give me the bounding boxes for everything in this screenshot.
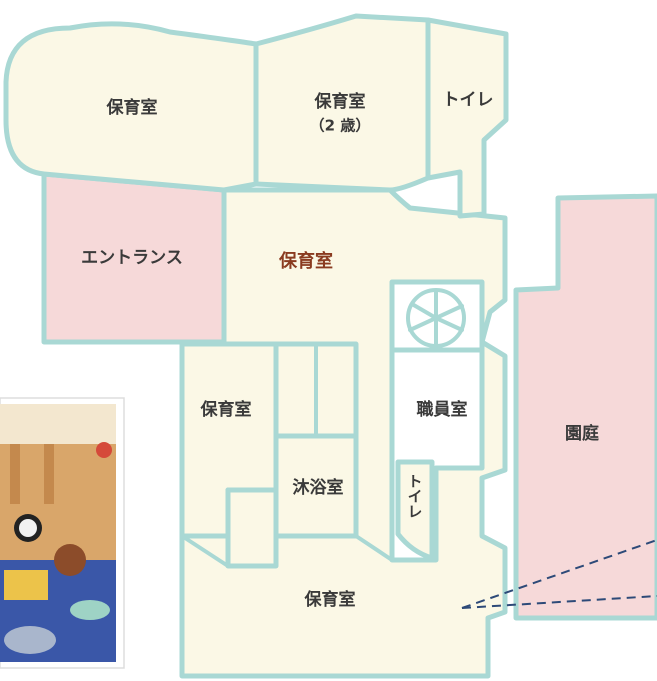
label-toilet-small: トイレ bbox=[406, 474, 424, 519]
label-staff-room: 職員室 bbox=[417, 399, 468, 420]
storage-area bbox=[225, 487, 279, 569]
label-nursery-2yr-line1: 保育室 bbox=[314, 91, 366, 112]
classroom-photo bbox=[0, 397, 125, 669]
toilet-top-area bbox=[425, 17, 509, 219]
spiral-staircase-icon bbox=[406, 288, 466, 348]
label-bath-room: 沐浴室 bbox=[293, 477, 344, 498]
label-nursery-bottom: 保育室 bbox=[304, 589, 356, 610]
toilet-small-area bbox=[395, 459, 435, 561]
nursery-2yr-area bbox=[253, 13, 431, 193]
label-entrance: エントランス bbox=[81, 248, 183, 268]
label-nursery-2yr-line2: （2 歳） bbox=[310, 117, 371, 135]
label-toilet-top: トイレ bbox=[443, 90, 494, 110]
label-nursery-center: 保育室 bbox=[278, 250, 333, 272]
nursery-top-left-area bbox=[3, 21, 259, 193]
view-indicator-lines bbox=[461, 539, 657, 609]
label-nursery-left-mid: 保育室 bbox=[200, 399, 252, 420]
label-garden: 園庭 bbox=[565, 423, 599, 444]
garden-area bbox=[513, 193, 657, 621]
label-nursery-top-left: 保育室 bbox=[106, 97, 158, 118]
bottom-nursery-wall bbox=[180, 534, 438, 568]
